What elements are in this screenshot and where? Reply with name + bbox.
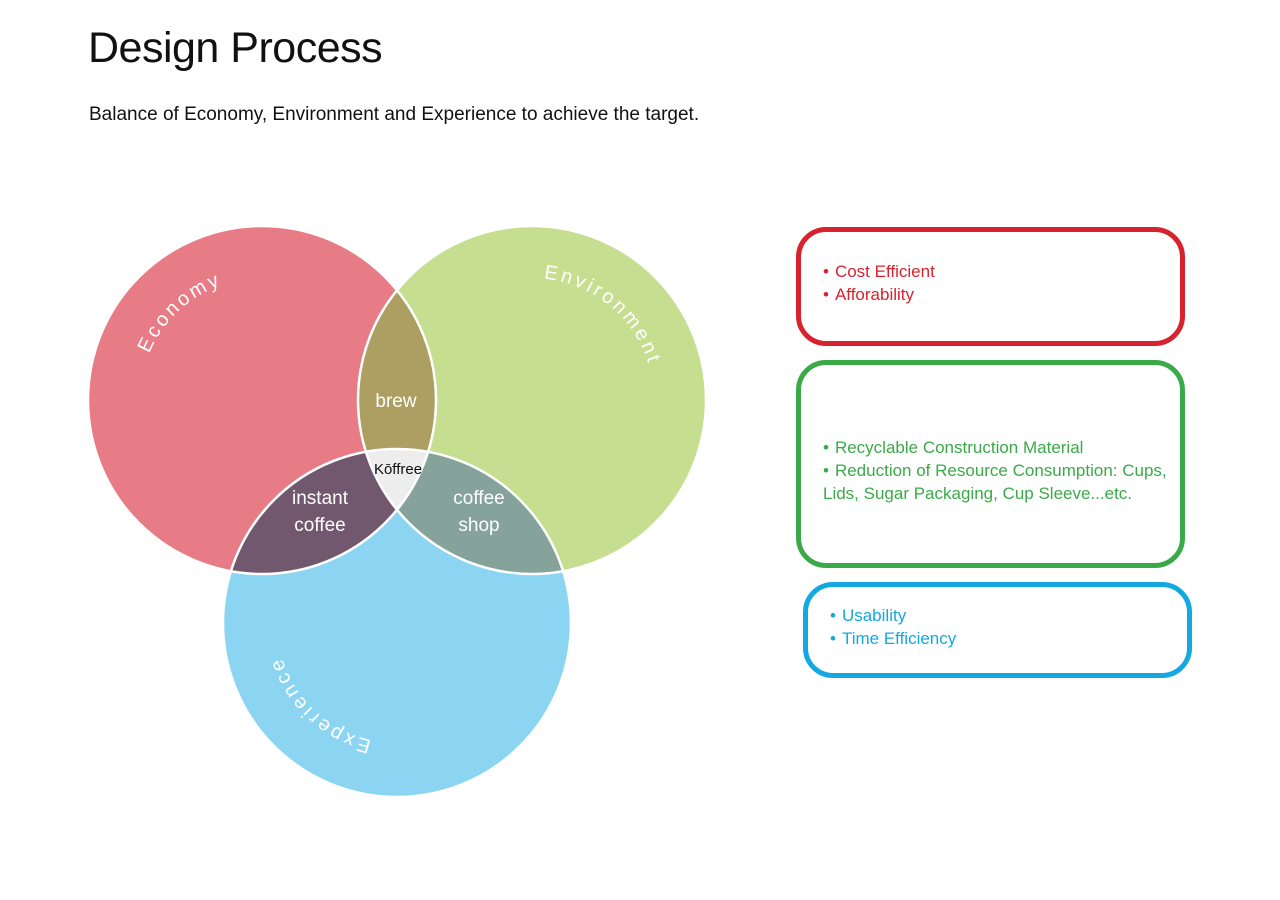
economy-criteria-list: Cost Efficient Afforability — [823, 260, 1160, 306]
coffee-label: coffee — [294, 515, 345, 536]
experience-criteria-list: Usability Time Efficiency — [830, 604, 1167, 650]
instant-label: instant — [292, 488, 349, 509]
page-title: Design Process — [88, 24, 383, 72]
instant-coffee-region — [223, 449, 436, 574]
coffee-shop-label-line2: shop — [458, 515, 499, 536]
list-item: Afforability — [823, 283, 1160, 306]
coffee-shop-region — [358, 449, 571, 574]
environment-criteria-list: Recyclable Construction Material Reducti… — [823, 436, 1174, 505]
list-item: Usability — [830, 604, 1167, 627]
list-item: Reduction of Resource Consumption: Cups,… — [823, 459, 1174, 505]
list-item: Time Efficiency — [830, 627, 1167, 650]
brew-label: brew — [375, 391, 416, 412]
page-subtitle: Balance of Economy, Environment and Expe… — [89, 104, 700, 125]
experience-criteria-box: Usability Time Efficiency — [803, 582, 1192, 678]
economy-criteria-box: Cost Efficient Afforability — [796, 227, 1185, 346]
coffee-shop-label-line1: coffee — [453, 488, 504, 509]
environment-criteria-box: Recyclable Construction Material Reducti… — [796, 360, 1185, 568]
koffree-label: Kōffree — [374, 461, 422, 478]
list-item: Recyclable Construction Material — [823, 436, 1174, 459]
list-item: Cost Efficient — [823, 260, 1160, 283]
